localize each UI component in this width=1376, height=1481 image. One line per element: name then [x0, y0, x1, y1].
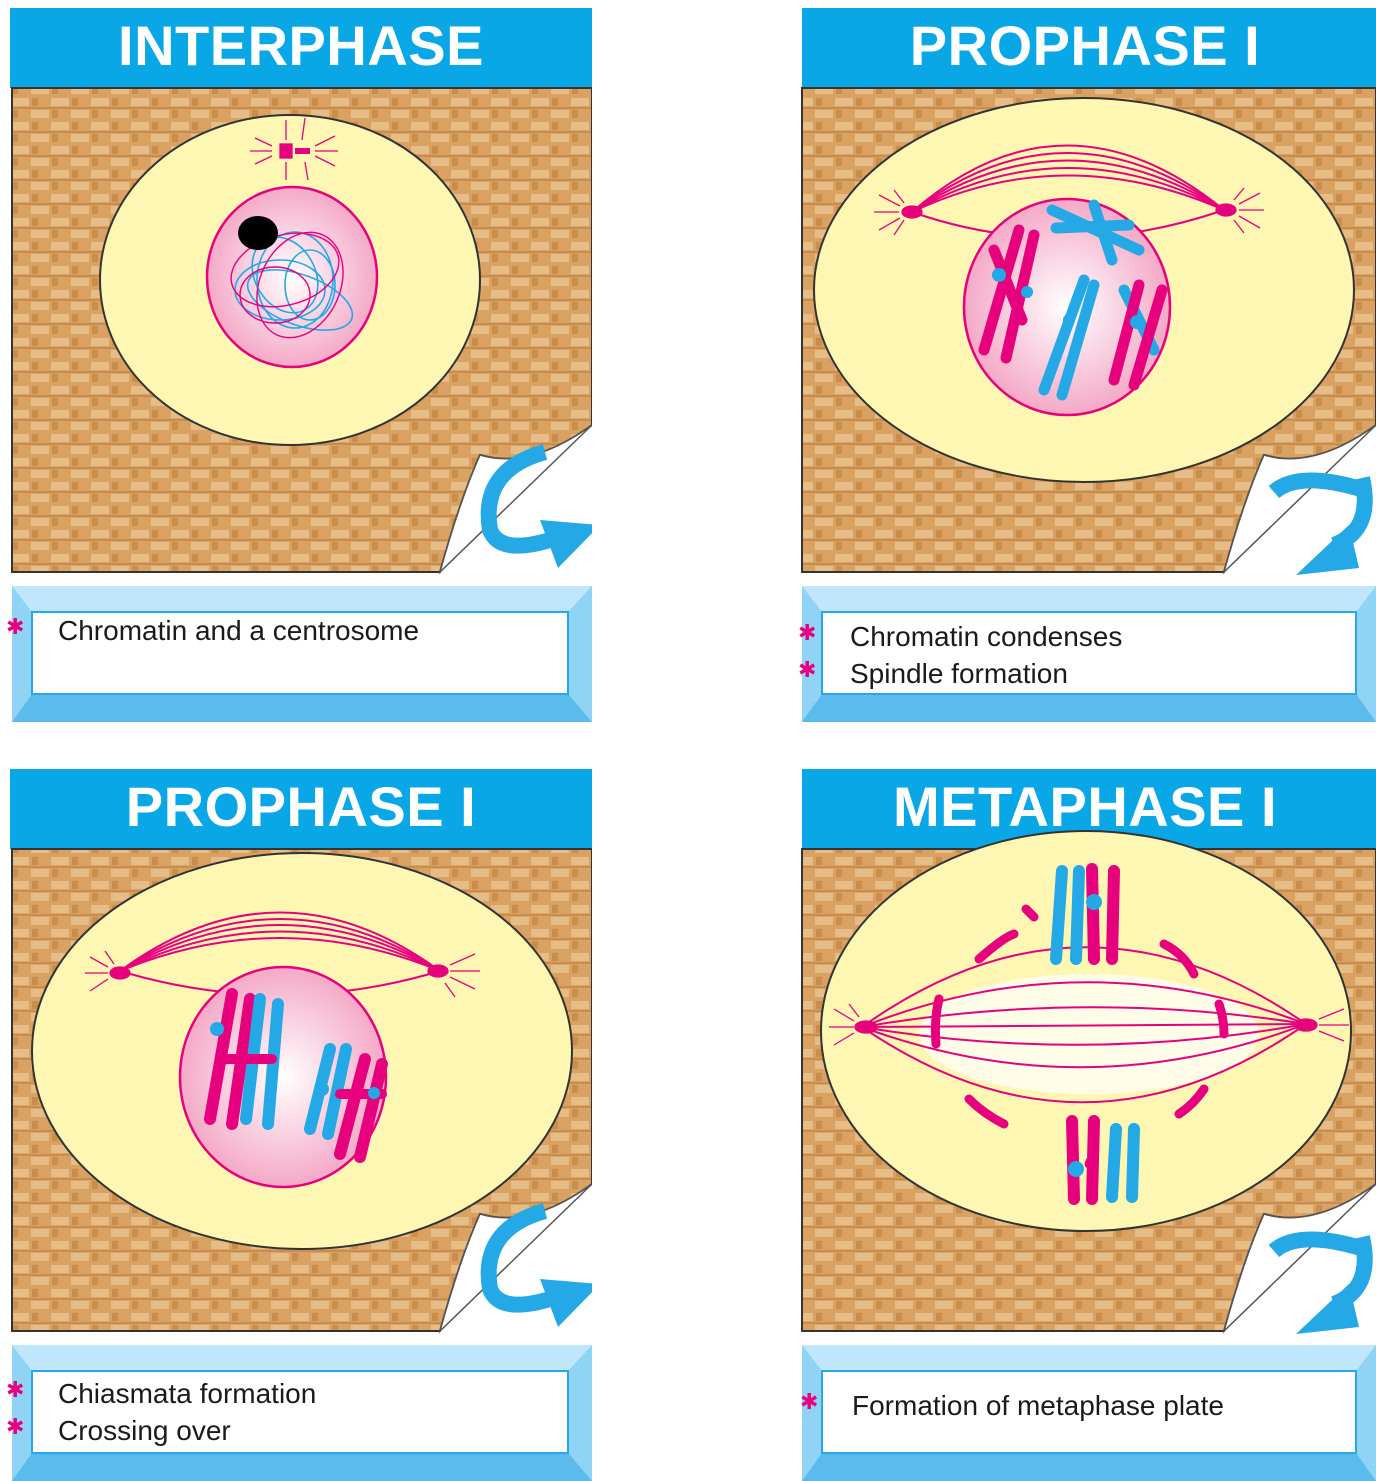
curl-arrowhead [1296, 525, 1359, 575]
prophase-spindle-illustration [794, 0, 1376, 722]
nucleolus [238, 216, 278, 250]
curl-down-left-icon [1274, 1239, 1364, 1251]
metaphase-illustration [794, 759, 1376, 1481]
caption-item: ✱Chromatin and a centrosome [32, 612, 568, 649]
bullet-icon: ✱ [6, 1375, 26, 1405]
caption-text: Formation of metaphase plate [852, 1390, 1224, 1421]
bullet-icon: ✱ [798, 618, 818, 648]
panel-title: INTERPHASE [10, 6, 592, 86]
caption-text: Spindle formation [850, 658, 1068, 689]
caption-item: ✱Crossing over [32, 1412, 568, 1449]
panel-title: PROPHASE I [10, 767, 592, 847]
caption-text: Chiasmata formation [58, 1378, 316, 1409]
caption-list: ✱Formation of metaphase plate [826, 1387, 1362, 1469]
caption-text: Crossing over [58, 1415, 231, 1446]
panel-title: METAPHASE I [794, 767, 1376, 847]
caption-list: ✱Chiasmata formation ✱Crossing over [32, 1375, 568, 1457]
panel-prophase-crossing-over: PROPHASE I ✱Chiasmata formation ✱Crossin… [10, 759, 592, 1481]
caption-text: Chromatin and a centrosome [58, 615, 419, 646]
bullet-icon: ✱ [6, 1412, 26, 1442]
caption-item: ✱Chromatin condenses [824, 618, 1360, 655]
bullet-icon: ✱ [6, 612, 26, 642]
nucleus [207, 187, 377, 367]
bullet-icon: ✱ [798, 655, 818, 685]
caption-item: ✱Spindle formation [824, 655, 1360, 692]
caption-list: ✱Chromatin condenses ✱Spindle formation [824, 618, 1360, 700]
panel-interphase: INTERPHASE ✱Chromatin and a centrosome [10, 0, 592, 722]
panel-title: PROPHASE I [794, 6, 1376, 86]
curl-arrowhead [1296, 1284, 1359, 1334]
prophase-crossing-illustration [10, 759, 592, 1481]
caption-list: ✱Chromatin and a centrosome [32, 612, 568, 694]
caption-item: ✱Formation of metaphase plate [826, 1387, 1362, 1424]
panel-metaphase: METAPHASE I ✱Formation of metaphase plat… [794, 759, 1376, 1481]
caption-item: ✱Chiasmata formation [32, 1375, 568, 1412]
bullet-icon: ✱ [800, 1387, 820, 1417]
curl-down-left-icon [1274, 480, 1364, 492]
panel-prophase-condensation: PROPHASE I ✱Chromatin condenses ✱Spindle… [794, 0, 1376, 722]
caption-text: Chromatin condenses [850, 621, 1122, 652]
